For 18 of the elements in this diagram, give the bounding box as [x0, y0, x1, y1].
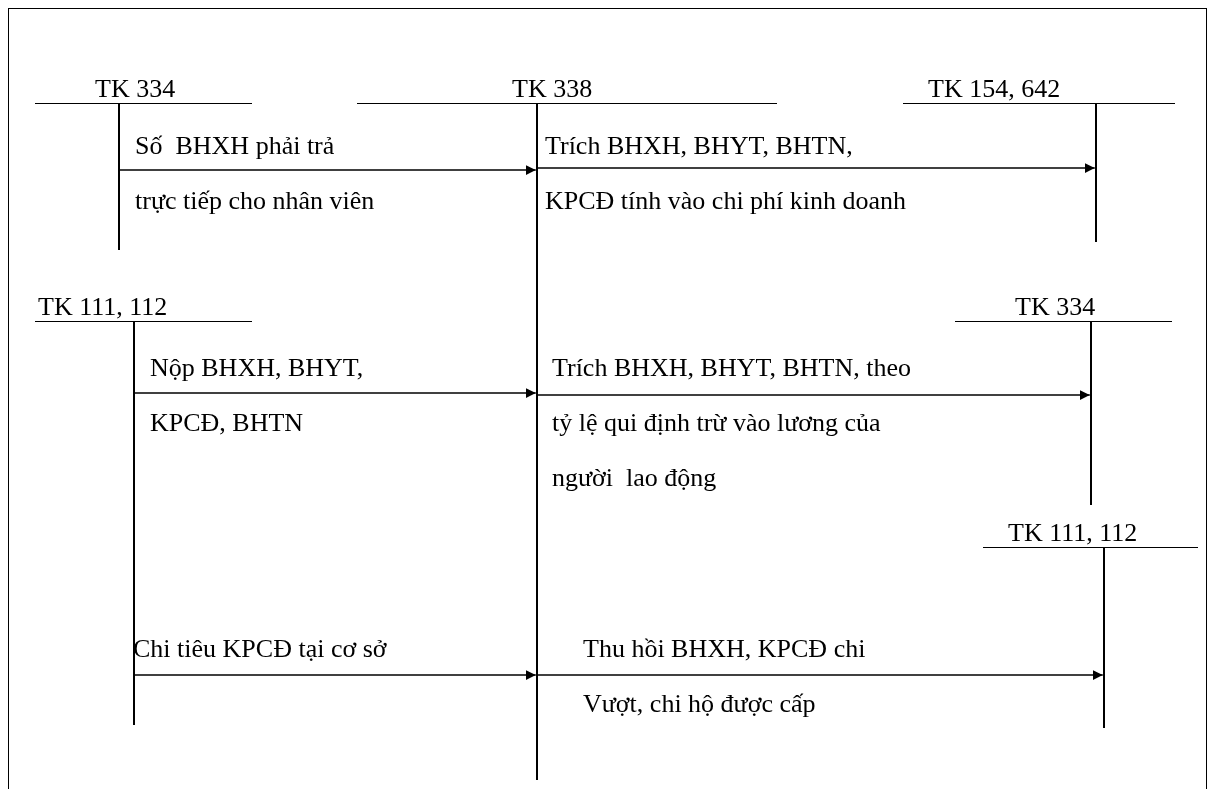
edge-label: Thu hồi BHXH, KPCĐ chi Vượt, chi hộ được cấp [583, 633, 867, 720]
account-title: TK 334 [35, 74, 252, 104]
arrow [133, 670, 537, 680]
arrow [536, 163, 1096, 173]
edge-label: Trích BHXH, BHYT, BHTN, theo tỷ lệ qui định trừ vào lương của người lao động [552, 352, 912, 494]
account-title: TK 111, 112 [983, 518, 1198, 548]
account-title: TK 111, 112 [35, 292, 252, 322]
account-title: TK 154, 642 [903, 74, 1175, 104]
arrow [536, 390, 1091, 400]
edge-label: Số BHXH phải trả trực tiếp cho nhân viên [135, 130, 375, 217]
arrow [118, 165, 537, 175]
arrow [133, 388, 537, 398]
edge-label: Chi tiêu KPCĐ tại cơ sở [133, 633, 387, 665]
edge-label: Trích BHXH, BHYT, BHTN, KPCĐ tính vào chi phí kinh doanh [545, 130, 907, 217]
account-title: TK 338 [357, 74, 777, 104]
arrow [536, 670, 1104, 680]
edge-label: Nộp BHXH, BHYT, KPCĐ, BHTN [150, 352, 365, 439]
account-title: TK 334 [955, 292, 1172, 322]
